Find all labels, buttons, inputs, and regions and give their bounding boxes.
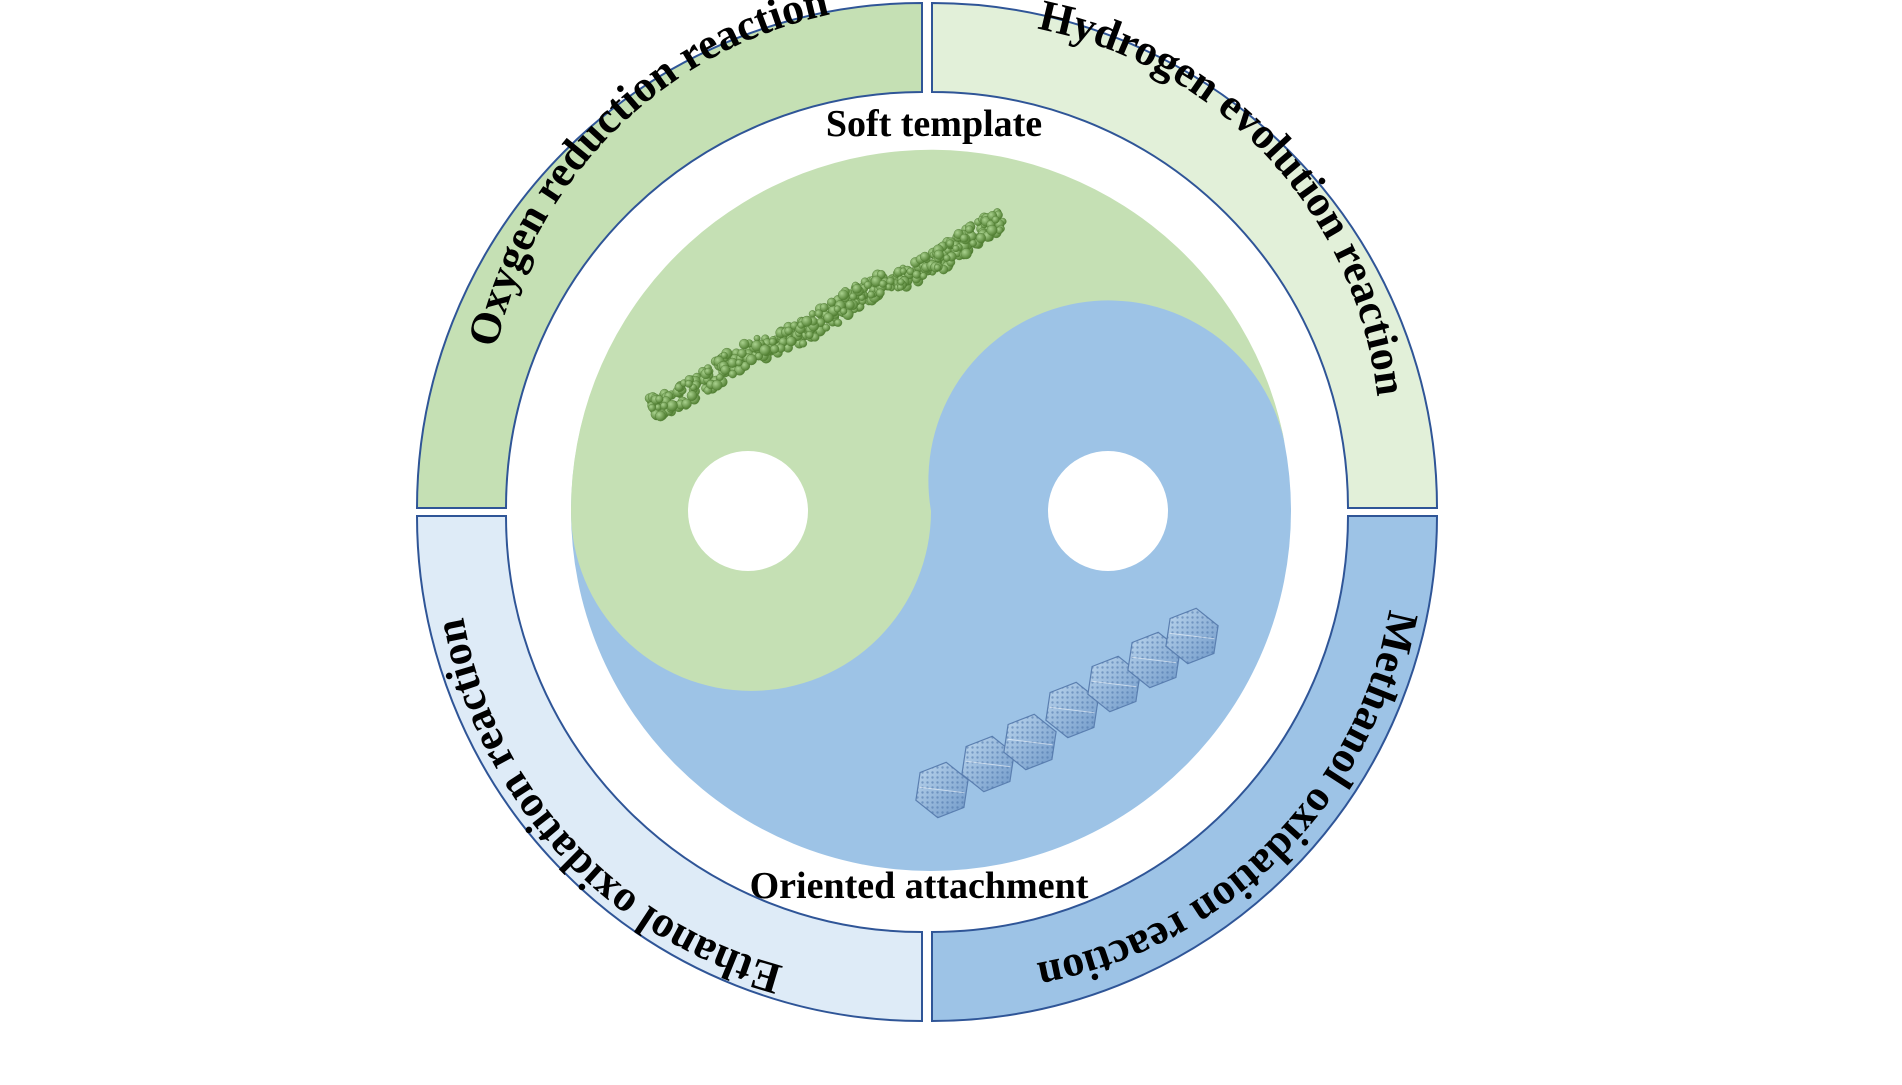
nanowire-bead: [728, 369, 737, 379]
nanowire-bead: [849, 292, 857, 301]
nanocrystal: [961, 735, 1015, 793]
nanowire-bead: [805, 330, 814, 339]
nanowire-bead: [879, 279, 887, 288]
ring-segment-methanol-oxidation: [931, 515, 1439, 1023]
nanowire-bead: [863, 281, 872, 290]
nanowire-bead: [784, 326, 793, 336]
nanowire-bead: [959, 233, 969, 243]
nanocrystal: [1003, 713, 1057, 771]
nanowire-bead: [986, 224, 998, 236]
nanowire-bead: [711, 379, 723, 391]
nanowire-bead: [867, 290, 876, 299]
nanowire-bead: [684, 379, 693, 388]
nanowire-bead: [737, 348, 747, 358]
nanowire-bead: [899, 267, 907, 275]
nanowire-bead: [845, 300, 855, 310]
ring-segment-hydrogen-evolution: [931, 1, 1439, 509]
ring-segment-oxygen-reduction: [415, 1, 923, 509]
nanowire-bead: [943, 254, 951, 262]
nanowire-bead: [666, 400, 678, 412]
nanowire-bead: [946, 239, 955, 248]
nanowire-bead: [814, 309, 823, 318]
nanowire-bead: [739, 338, 750, 350]
nanowire-bead: [823, 312, 834, 323]
green-eye-hole: [688, 451, 808, 571]
nanowire-bead: [720, 364, 731, 375]
nanowire-bead: [759, 344, 771, 356]
nanowire-bead: [969, 239, 977, 247]
nanowire-bead: [740, 361, 751, 371]
nanowire-bead: [920, 251, 930, 262]
nanowire-bead: [686, 390, 698, 401]
nanowire-bead: [648, 403, 656, 412]
nanowire-bead: [681, 398, 692, 409]
nanowire-bead: [838, 289, 849, 301]
nanowire-bead: [827, 297, 837, 307]
nanowire-bead: [912, 270, 921, 279]
nanowire-bead: [840, 307, 848, 315]
nanowire-bead: [704, 367, 713, 376]
nanowire-bead: [965, 225, 974, 234]
soft-template-label: Soft template: [826, 103, 1042, 145]
nanowire-bead: [799, 339, 808, 348]
nanocrystal: [1165, 607, 1219, 665]
nanowire-bead: [933, 249, 944, 260]
nanowire-bead: [660, 401, 668, 410]
oriented-attachment-label: Oriented attachment: [750, 865, 1089, 907]
nanowire-bead: [875, 288, 885, 298]
nanowire-bead: [745, 354, 757, 366]
outer-ring: [415, 1, 1439, 1023]
blue-eye-hole: [1048, 451, 1168, 571]
nanowire-bead: [655, 395, 664, 403]
nanocrystal: [1045, 681, 1099, 739]
nanowire-bead: [735, 359, 743, 367]
nanowire-bead: [897, 278, 905, 286]
nanowire-bead: [716, 373, 724, 381]
nanowire-bead: [975, 232, 986, 243]
nanowire-bead: [960, 248, 972, 260]
nanowire-illustration: [644, 208, 1007, 422]
nanowire-bead: [786, 336, 797, 347]
nanowire-bead: [770, 344, 780, 354]
nanowire-bead: [934, 264, 942, 272]
nanowire-bead: [952, 244, 960, 252]
nanowire-bead: [919, 272, 928, 280]
nanowire-bead: [822, 323, 831, 332]
nanowire-bead: [655, 410, 666, 422]
nanowire-bead: [991, 215, 1000, 224]
nanowire-bead: [768, 337, 777, 346]
nanowire-bead: [801, 315, 813, 327]
nanocrystal: [915, 761, 969, 819]
nanocrystal: [1087, 655, 1141, 713]
nanocrystal-chain-illustration: [915, 607, 1219, 819]
nanowire-bead: [834, 318, 843, 327]
ring-segment-ethanol-oxidation: [415, 515, 923, 1023]
nanowire-bead: [833, 305, 841, 313]
nanowire-bead: [852, 283, 862, 294]
nanowire-bead: [819, 303, 829, 312]
nanowire-bead: [720, 351, 728, 359]
